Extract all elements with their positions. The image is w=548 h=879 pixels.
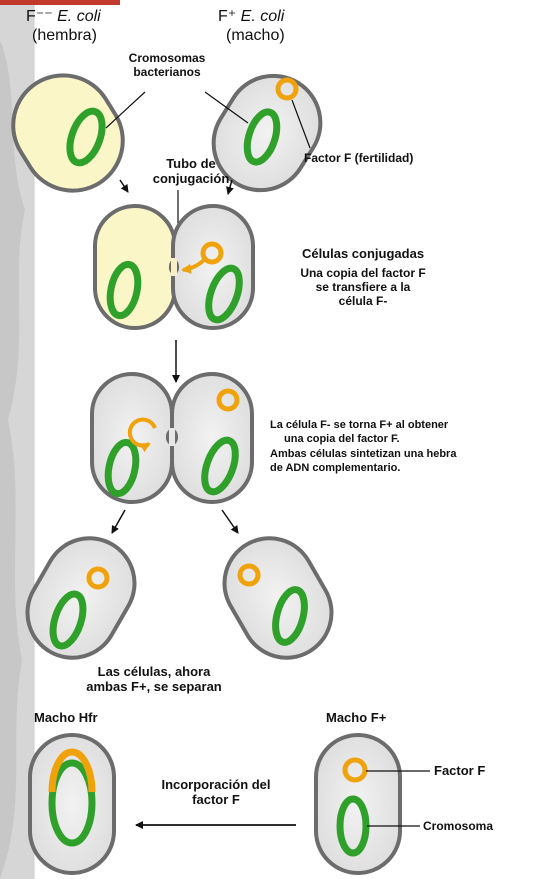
male-sex: (macho) (226, 27, 285, 45)
separated-cell-right (208, 522, 348, 674)
female-sex: (hembra) (32, 27, 97, 45)
male-species: E. coli (241, 8, 285, 25)
factor-f-label: Factor F (434, 764, 485, 779)
female-header: F⁻⁻ E. coli (26, 8, 101, 26)
fplus-male-cell (316, 735, 400, 873)
incorporation-label: Incorporación del factor F (136, 778, 296, 808)
female-strain: F⁻⁻ (26, 8, 53, 25)
replicating-pair (92, 374, 252, 502)
female-species: E. coli (57, 8, 101, 25)
conjugated-pair (95, 206, 253, 328)
male-strain: F⁺ (218, 8, 236, 25)
chromosomes-label: Cromosomas bacterianos (112, 52, 222, 80)
hfr-male-label: Macho Hfr (34, 711, 98, 726)
fplus-male-label: Macho F+ (326, 711, 386, 726)
becomes-fplus-label: La célula F- se torna F+ al obtener una … (270, 418, 456, 475)
corner-accent (0, 0, 120, 5)
f-factor-label: Factor F (fertilidad) (304, 152, 413, 166)
conjugated-label: Células conjugadas Una copia del factor … (268, 246, 458, 309)
hfr-male-cell (30, 735, 114, 873)
conjugation-tube-label: Tubo de conjugación (146, 157, 236, 187)
separate-label: Las células, ahora ambas F+, se separan (64, 665, 244, 695)
chromosome-label: Cromosoma (423, 820, 493, 834)
male-header: F⁺ E. coli (218, 8, 284, 26)
